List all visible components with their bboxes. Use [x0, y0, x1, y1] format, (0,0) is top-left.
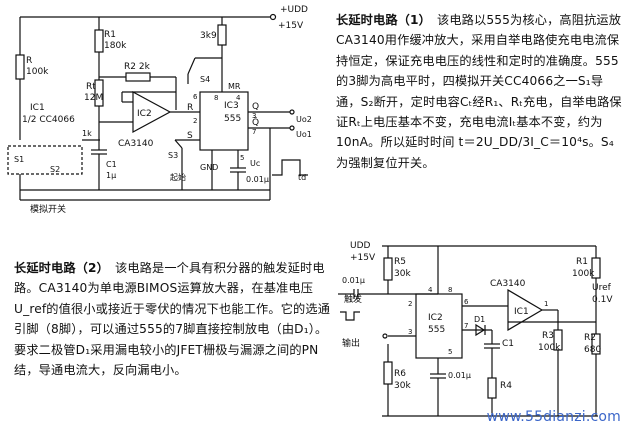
c1-ic3: IC3	[224, 101, 239, 111]
c2-c001b: 0.01μ	[448, 371, 471, 380]
c1-ic1-part: 1/2 CC4066	[22, 115, 75, 125]
c1-3k9: 3k9	[200, 31, 217, 41]
c2-ic1: IC1	[514, 307, 529, 317]
c1-mr: MR	[228, 82, 241, 91]
c1-c1: C1	[106, 160, 117, 169]
paragraph-2: 长延时电路（2）该电路是一个具有积分器的触发延时电路。CA3140为单电源BIM…	[14, 258, 334, 380]
c2-trigger: 触发	[344, 293, 362, 305]
c1-pin4: 4	[236, 94, 241, 102]
paragraph-1-title: 长延时电路（1）	[336, 13, 431, 27]
c2-uref: Uref	[592, 283, 612, 293]
paragraph-2-body: 该电路是一个具有积分器的触发延时电路。CA3140为单电源BIMOS运算放大器，…	[14, 261, 331, 378]
c2-r6: R6	[394, 369, 406, 379]
c1-rt-val: 12M	[84, 93, 103, 103]
c2-r2: R2	[584, 333, 596, 343]
c1-pin3: 3	[252, 112, 256, 120]
c1-pin-q: Q	[252, 102, 259, 112]
c2-pin1: 1	[544, 300, 548, 308]
c2-udd: UDD	[350, 241, 371, 251]
paragraph-1: 长延时电路（1）该电路以555为核心，高阻抗运放CA3140用作缓冲放大，采用自…	[336, 10, 624, 173]
c1-pin-qbar: Q̄	[252, 116, 259, 128]
c2-pin7: 7	[464, 322, 468, 330]
c2-r5: R5	[394, 257, 406, 267]
c1-v15: +15V	[278, 21, 304, 31]
c2-r3: R3	[542, 331, 554, 341]
c1-rt: Rt	[86, 82, 96, 92]
c1-td: td	[298, 173, 306, 182]
c2-v15: +15V	[350, 253, 376, 263]
c1-r1: R1	[104, 30, 116, 40]
c1-udd: +UDD	[280, 5, 308, 15]
c1-pin-r: R	[187, 103, 193, 113]
circuit-diagram-1: +UDD +15V R1 180k 3k9 R2 2k Rt 12M R 100…	[7, 5, 312, 215]
paragraph-2-title: 长延时电路（2）	[14, 261, 109, 275]
c1-start: 起始	[170, 172, 186, 182]
c2-pin2: 2	[408, 300, 412, 308]
c2-ic2-555: 555	[428, 325, 445, 335]
c1-ic2: IC2	[137, 109, 152, 119]
c1-r: R	[26, 56, 32, 66]
c2-pin5: 5	[448, 348, 452, 356]
c2-r4: R4	[500, 381, 512, 391]
c2-r1-val: 100k	[572, 269, 595, 279]
c1-pin2: 2	[193, 117, 197, 125]
c2-c1: C1	[502, 339, 514, 349]
c2-r2-val: 680	[584, 345, 601, 355]
c1-c1-val: 1μ	[106, 171, 116, 180]
c1-ic3-555: 555	[224, 114, 241, 124]
c1-pin8: 8	[214, 94, 218, 102]
c1-pin7: 7	[252, 128, 256, 136]
c1-s2: S2	[50, 165, 60, 174]
c2-ic2: IC2	[428, 313, 443, 323]
c1-r2: R2 2k	[124, 62, 151, 72]
c2-pin6: 6	[464, 298, 469, 306]
c2-pin3: 3	[408, 328, 412, 336]
c1-uo1: Uo1	[296, 130, 312, 139]
circuit-diagram-2: UDD +15V R5 30k 0.01μ 触发 输出 IC2 555 CA31…	[338, 241, 613, 417]
c1-pin5: 5	[240, 154, 244, 162]
c1-uo2: Uo2	[296, 115, 312, 124]
c1-r-val: 100k	[26, 67, 49, 77]
c2-uref-val: 0.1V	[592, 295, 613, 305]
c1-uc: Uc	[250, 159, 260, 168]
c2-output: 输出	[342, 337, 360, 349]
c1-s3: S3	[168, 151, 178, 160]
c2-pin8: 8	[448, 286, 452, 294]
c2-r3-val: 100k	[538, 343, 561, 353]
c1-r1-val: 180k	[104, 41, 127, 51]
c1-s1: S1	[14, 155, 24, 164]
c2-r6-val: 30k	[394, 381, 411, 391]
paragraph-1-body: 该电路以555为核心，高阻抗运放CA3140用作缓冲放大，采用自举电路使充电电流…	[336, 13, 622, 170]
c1-s4: S4	[200, 75, 210, 84]
c1-pin-s: S	[187, 131, 193, 141]
watermark: www.55dianzi.com	[486, 409, 621, 425]
c2-pin4: 4	[428, 286, 433, 294]
c1-pin6: 6	[193, 93, 198, 101]
c2-ca3140: CA3140	[490, 279, 526, 289]
c1-gnd: GND	[200, 163, 218, 172]
c1-analog-switch: 模拟开关	[30, 203, 66, 215]
c2-r5-val: 30k	[394, 269, 411, 279]
c1-ca3140: CA3140	[118, 139, 154, 149]
c1-ic1: IC1	[30, 103, 45, 113]
c2-d1: D1	[474, 315, 485, 324]
c2-c001a: 0.01μ	[342, 276, 365, 285]
c2-r1: R1	[576, 257, 588, 267]
c1-uc-val: 0.01μ	[246, 175, 269, 184]
c1-1k: 1k	[82, 129, 92, 138]
